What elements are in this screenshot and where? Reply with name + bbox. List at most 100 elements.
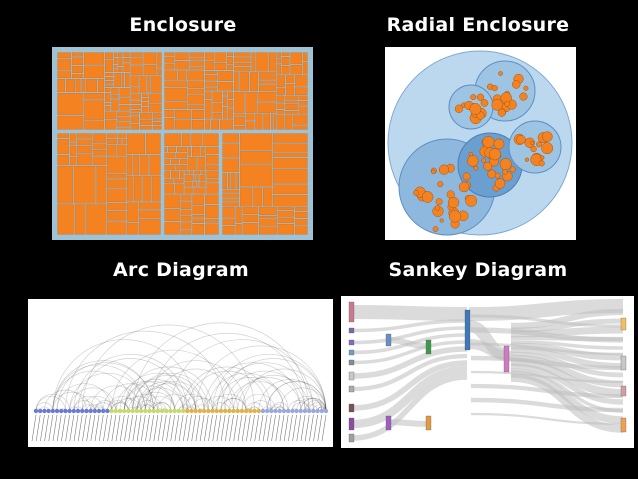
node-label-line xyxy=(48,414,54,442)
treemap-cell xyxy=(167,146,177,152)
sankey-node xyxy=(348,327,355,334)
node-label-line xyxy=(283,414,289,442)
arc-node xyxy=(214,408,219,414)
arc-link xyxy=(123,366,213,412)
treemap-cell xyxy=(141,97,149,102)
arc-link xyxy=(216,362,314,412)
treemap-cell xyxy=(117,127,130,130)
treemap-cell xyxy=(113,52,118,57)
treemap-cell xyxy=(111,99,119,111)
leaf-circle xyxy=(493,138,505,150)
node-label-line xyxy=(292,414,297,442)
leaf-circle xyxy=(530,140,535,145)
arc-link xyxy=(123,385,176,412)
treemap-cell xyxy=(276,95,284,103)
sankey-node xyxy=(348,417,355,431)
treemap-cell xyxy=(277,207,294,210)
leaf-circle xyxy=(494,172,501,179)
treemap-cell xyxy=(118,67,123,73)
node-label-line xyxy=(140,414,146,442)
arc-link xyxy=(191,398,218,412)
treemap-cell xyxy=(176,165,187,170)
sankey-link xyxy=(351,305,468,321)
arc-link xyxy=(136,400,159,412)
arc-link xyxy=(220,398,247,412)
treemap-cell xyxy=(127,176,134,202)
arc-node xyxy=(323,408,329,414)
treemap-cell xyxy=(122,139,127,144)
leaf-circle xyxy=(516,134,526,145)
node-label-line xyxy=(94,414,100,442)
treemap-cell xyxy=(105,119,117,130)
treemap-cell xyxy=(273,194,308,207)
treemap-cell xyxy=(222,143,240,158)
treemap-cell xyxy=(105,76,114,80)
node-label-line xyxy=(111,414,117,442)
leaf-circle xyxy=(509,166,516,173)
sankey-node xyxy=(385,333,392,347)
treemap-cell xyxy=(180,194,192,201)
arc-link xyxy=(73,396,104,412)
treemap-cell xyxy=(217,70,234,81)
leaf-circle xyxy=(502,169,508,175)
leaf-circle xyxy=(499,158,512,171)
treemap-cell xyxy=(276,87,285,95)
treemap-cell xyxy=(274,113,276,130)
arc-link xyxy=(296,398,323,412)
node-label-line xyxy=(258,414,264,442)
treemap-cell xyxy=(107,202,127,211)
leaf-circle xyxy=(439,218,444,223)
treemap-cell xyxy=(105,84,114,88)
treemap-cell xyxy=(294,212,308,219)
arc-link xyxy=(73,354,188,412)
sankey-link xyxy=(470,342,624,356)
leaf-circle xyxy=(435,198,443,206)
treemap-cell xyxy=(201,146,206,157)
sankey-link xyxy=(470,370,624,384)
node-label-line xyxy=(90,414,96,442)
treemap-cell xyxy=(139,154,149,176)
arc-link xyxy=(212,393,247,412)
arc-link xyxy=(304,400,327,412)
treemap-cell xyxy=(284,100,298,104)
arc-link xyxy=(149,332,306,412)
arc-link xyxy=(111,402,129,412)
treemap-cell xyxy=(276,64,281,75)
treemap-cell xyxy=(295,75,308,87)
leaf-circle xyxy=(542,131,553,142)
treemap-cell xyxy=(222,158,240,172)
arc-link xyxy=(220,358,327,412)
arc-node xyxy=(260,408,266,414)
leaf-circle xyxy=(469,103,482,115)
treemap-cell xyxy=(182,133,191,146)
treemap-cell xyxy=(204,81,217,87)
node-label-line xyxy=(183,414,188,442)
arc-node xyxy=(109,408,114,414)
arc-node xyxy=(96,408,102,414)
arc-link xyxy=(35,402,54,412)
arc-link xyxy=(203,362,302,412)
treemap-cell xyxy=(71,73,84,79)
arc-link xyxy=(102,383,159,412)
treemap-cell xyxy=(206,165,219,170)
treemap-cell xyxy=(111,87,119,95)
treemap-cell xyxy=(285,75,295,84)
treemap-cell xyxy=(192,110,204,119)
treemap-cell xyxy=(196,175,199,181)
arc-node xyxy=(193,408,198,414)
arc-link xyxy=(115,398,142,412)
treemap-cell xyxy=(273,158,308,169)
arc-node xyxy=(252,408,257,414)
arc-node xyxy=(151,408,156,414)
sankey-node xyxy=(464,309,471,351)
treemap-cell xyxy=(107,179,127,188)
node-label-line xyxy=(178,414,184,442)
leaf-circle xyxy=(498,71,503,76)
treemap-cell xyxy=(145,133,161,155)
treemap-cell xyxy=(259,72,276,80)
treemap-cell xyxy=(123,63,130,73)
treemap-cell xyxy=(233,57,251,63)
sankey-node xyxy=(425,339,432,355)
arc-node xyxy=(197,408,203,414)
arc-link xyxy=(107,400,129,412)
